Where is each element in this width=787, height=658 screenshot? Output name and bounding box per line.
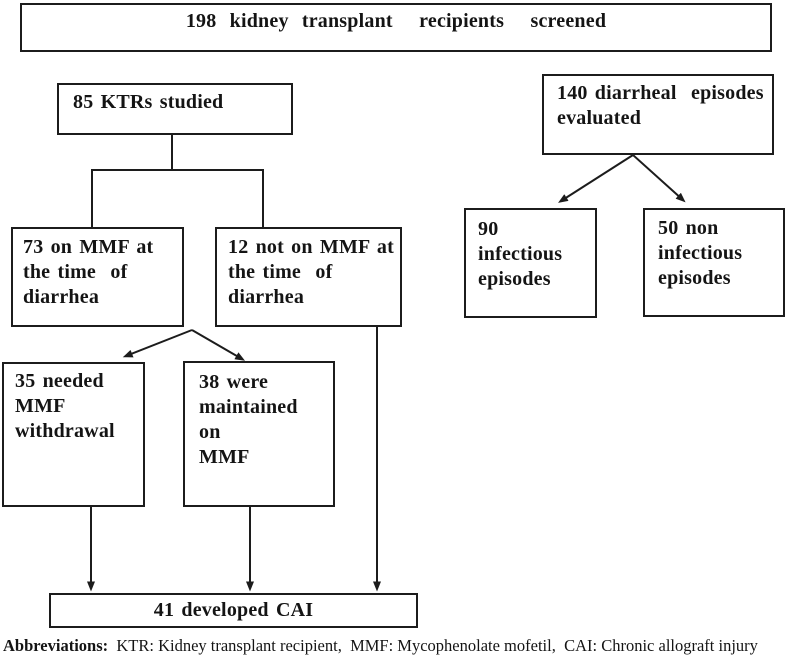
arrow-to-maintained	[191, 329, 246, 361]
node-infectious-episodes: 90 infectious episodes	[464, 208, 597, 318]
node-developed-cai: 41 developed CAI	[49, 593, 418, 628]
abbreviations-label: Abbreviations:	[3, 636, 109, 655]
abbreviations-text: KTR: Kidney transplant recipient, MMF: M…	[108, 636, 758, 655]
connector-ktrs-tee	[91, 169, 264, 227]
node-on-mmf: 73 on MMF at the time of diarrhea	[11, 227, 184, 327]
node-diarrheal-episodes: 140 diarrheal episodes evaluated	[542, 74, 774, 155]
node-non-infectious-episodes: 50 non infectious episodes	[643, 208, 785, 317]
node-mmf-withdrawal: 35 needed MMF withdrawal	[2, 362, 145, 507]
abbreviations-note: Abbreviations: KTR: Kidney transplant re…	[3, 636, 786, 656]
node-not-on-mmf: 12 not on MMF at the time of diarrhea	[215, 227, 402, 327]
node-ktrs-studied: 85 KTRs studied	[57, 83, 293, 135]
node-mmf-maintained: 38 were maintained on MMF	[183, 361, 335, 507]
arrow-to-withdrawal	[122, 329, 193, 358]
node-screened: 198 kidney transplant recipients screene…	[20, 3, 772, 52]
arrow-to-non-infectious	[632, 154, 686, 203]
arrow-to-infectious	[558, 154, 634, 203]
